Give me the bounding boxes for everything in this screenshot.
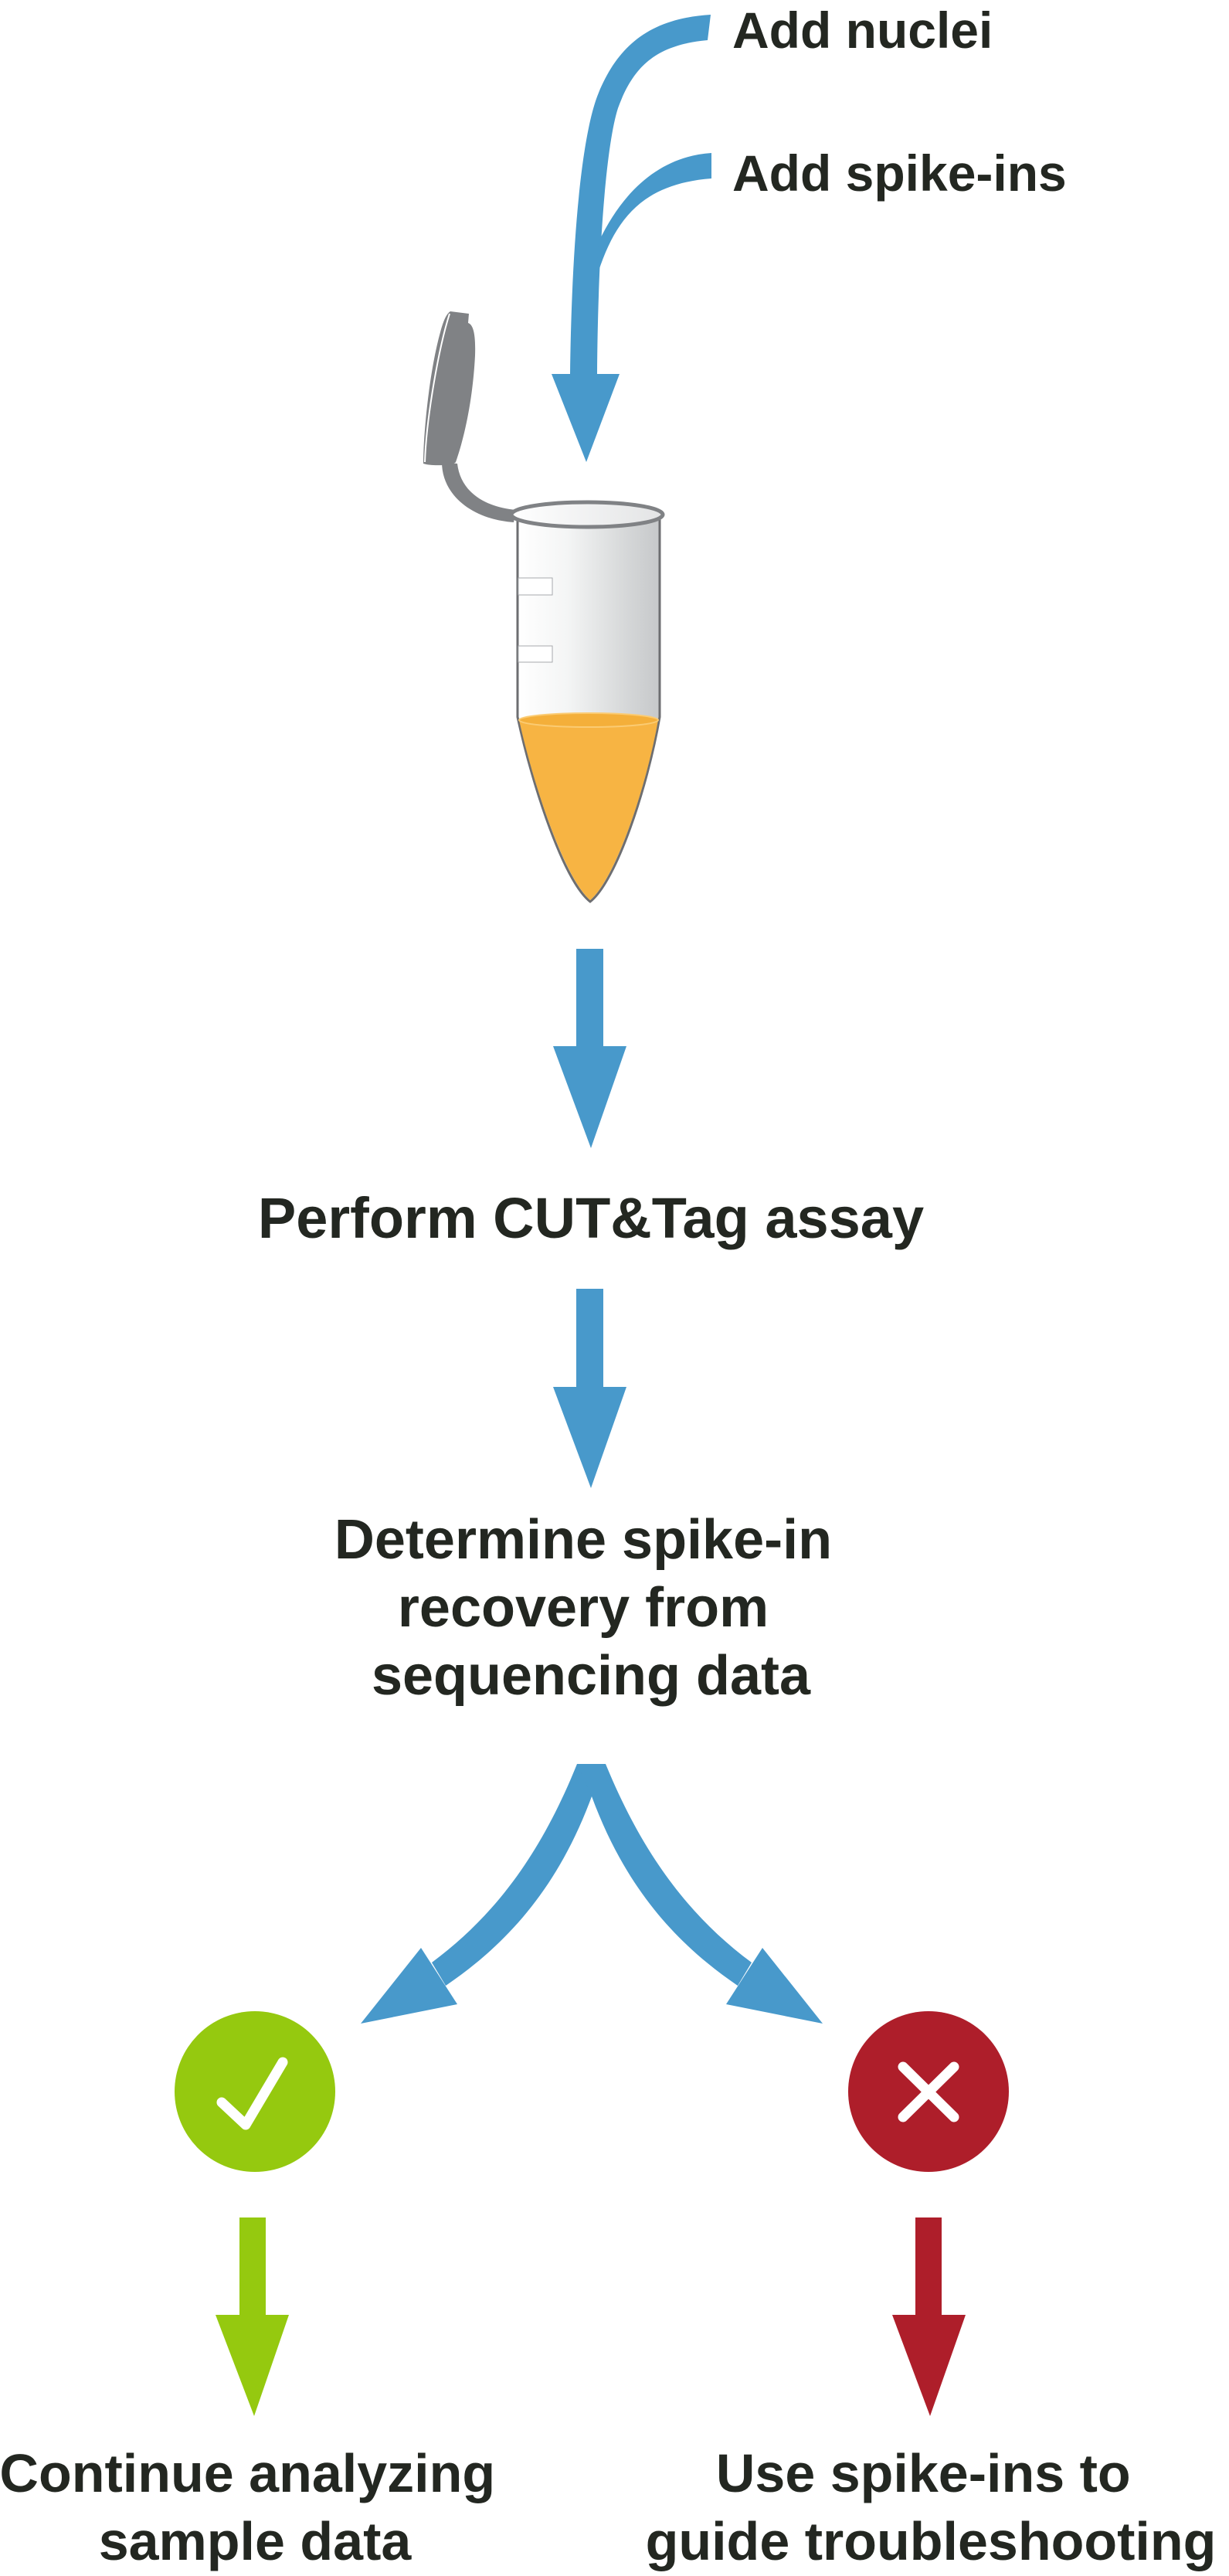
fail-line-2: guide troubleshooting xyxy=(646,2511,1217,2571)
tube-cap-edge xyxy=(424,313,450,463)
pass-badge xyxy=(175,2011,335,2172)
fail-line-1: Use spike-ins to xyxy=(716,2443,1131,2503)
recovery-step-label: Determine spike-in recovery from sequenc… xyxy=(334,1509,847,1707)
pass-outcome-label: Continue analyzing sample data xyxy=(0,2443,511,2571)
recovery-line-3: sequencing data xyxy=(372,1645,811,1707)
add-spike-ins-label: Add spike-ins xyxy=(732,144,1067,202)
fork-left-head xyxy=(361,1948,457,2024)
fork-right-head xyxy=(726,1948,823,2024)
tube-rim xyxy=(509,500,665,529)
nuclei-arrow-shaft xyxy=(570,15,711,374)
arrow-to-assay xyxy=(553,949,626,1148)
fail-arrow-head xyxy=(892,2315,966,2416)
liquid-surface xyxy=(518,712,659,728)
arrow-to-recovery xyxy=(553,1289,626,1488)
fail-outcome: Use spike-ins to guide troubleshooting xyxy=(646,2011,1217,2571)
pass-arrow-head xyxy=(216,2315,289,2416)
input-arrow-head xyxy=(552,374,620,462)
recovery-line-2: recovery from xyxy=(398,1577,769,1639)
add-nuclei-label: Add nuclei xyxy=(732,2,993,59)
pass-line-1: Continue analyzing xyxy=(0,2443,495,2503)
spike-ins-arrow-shaft xyxy=(596,153,711,278)
graduation-mark xyxy=(518,577,553,596)
microcentrifuge-tube-icon xyxy=(423,311,665,903)
graduation-mark xyxy=(518,645,553,663)
tube-liquid xyxy=(519,720,658,900)
x-icon xyxy=(898,2061,959,2122)
recovery-line-1: Determine spike-in xyxy=(334,1509,832,1571)
assay-step-label: Perform CUT&Tag assay xyxy=(258,1186,924,1250)
fail-outcome-label: Use spike-ins to guide troubleshooting xyxy=(646,2443,1217,2571)
pass-arrow-shaft xyxy=(239,2217,266,2316)
fail-arrow-shaft xyxy=(915,2217,942,2316)
fork-left-shaft xyxy=(432,1764,606,1986)
tube-hinge xyxy=(442,462,516,522)
check-icon xyxy=(216,2057,288,2130)
pass-line-2: sample data xyxy=(99,2511,412,2571)
pass-outcome: Continue analyzing sample data xyxy=(0,2011,511,2571)
tube-cap xyxy=(423,311,476,466)
decision-fork-arrows xyxy=(361,1764,823,2024)
input-arrows xyxy=(552,15,711,462)
fork-right-shaft xyxy=(577,1764,752,1986)
